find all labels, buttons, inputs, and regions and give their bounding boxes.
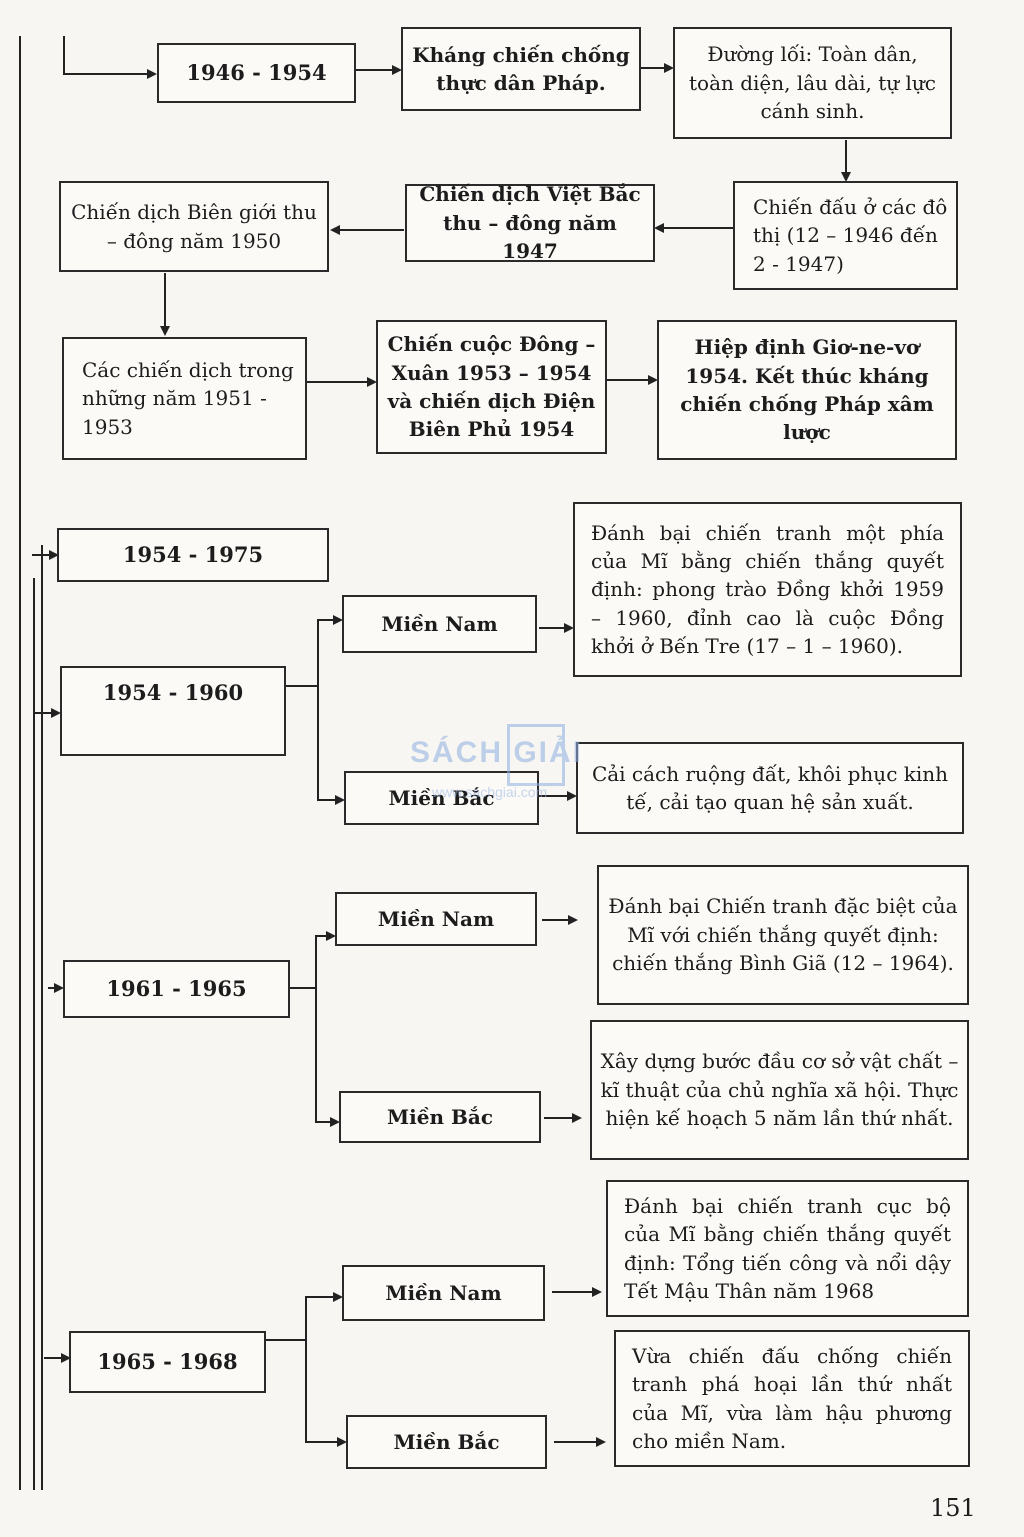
south-detail-text: Đánh bại chiến tranh một phía của Mĩ bằn… xyxy=(591,520,944,659)
period-1946-1954: 1946 - 1954 xyxy=(157,43,356,103)
guideline-box: Đường lối: Toàn dân, toàn diện, lâu dài,… xyxy=(673,27,952,139)
dong-xuan-box: Chiến cuộc Đông – Xuân 1953 – 1954 và ch… xyxy=(376,320,607,454)
north-detail-1954-1960: Cải cách ruộng đất, khôi phục kinh tế, c… xyxy=(576,742,964,834)
south-box-1965-1968: Miền Nam xyxy=(342,1265,545,1321)
south-detail-1961-1965: Đánh bại Chiến tranh đặc biệt của Mĩ với… xyxy=(597,865,969,1005)
north-box-1954-1960: Miền Bắc xyxy=(344,771,539,825)
branch-fork-1961-1965 xyxy=(315,935,334,1123)
branch-fork-1954-1960 xyxy=(317,619,341,801)
viet-bac-text: Chiến dịch Việt Bắc thu – đông năm 1947 xyxy=(419,182,641,264)
campaigns-1951-1953-box: Các chiến dịch trong những năm 1951 - 19… xyxy=(62,337,307,460)
dong-xuan-text: Chiến cuộc Đông – Xuân 1953 – 1954 và ch… xyxy=(387,332,596,442)
south-detail-text: Đánh bại chiến tranh cục bộ của Mĩ bằng … xyxy=(624,1193,951,1303)
period-label: 1946 - 1954 xyxy=(186,60,327,86)
north-label: Miền Bắc xyxy=(393,1429,500,1454)
phase-period-1965-1968: 1965 - 1968 xyxy=(69,1331,266,1393)
north-detail-text: Xây dựng bước đầu cơ sở vật chất – kĩ th… xyxy=(600,1049,959,1131)
campaigns-1951-1953-text: Các chiến dịch trong những năm 1951 - 19… xyxy=(82,357,294,439)
phase-period-label: 1954 - 1960 xyxy=(102,680,244,705)
north-label: Miền Bắc xyxy=(388,785,495,810)
south-label: Miền Nam xyxy=(381,611,498,636)
north-detail-text: Cải cách ruộng đất, khôi phục kinh tế, c… xyxy=(591,761,949,814)
south-box-1961-1965: Miền Nam xyxy=(335,892,537,946)
north-detail-1965-1968: Vừa chiến đấu chống chiến tranh phá hoại… xyxy=(614,1330,970,1467)
north-label: Miền Bắc xyxy=(386,1104,493,1129)
phase-period-1954-1960: 1954 - 1960 xyxy=(60,666,286,756)
arrow-into-1946 xyxy=(63,36,157,79)
south-label: Miền Nam xyxy=(377,906,495,931)
urban-fighting-box: Chiến đấu ở các đô thị (12 – 1946 đến 2 … xyxy=(733,181,958,290)
geneva-box: Hiệp định Giơ-ne-vơ 1954. Kết thúc kháng… xyxy=(657,320,957,460)
south-detail-text: Đánh bại Chiến tranh đặc biệt của Mĩ với… xyxy=(608,894,958,976)
viet-bac-box: Chiến dịch Việt Bắc thu – đông năm 1947 xyxy=(405,182,655,263)
geneva-text: Hiệp định Giơ-ne-vơ 1954. Kết thúc kháng… xyxy=(680,335,934,445)
phase-period-label: 1961 - 1965 xyxy=(106,976,247,1002)
page-number: 151 xyxy=(930,1494,976,1522)
south-label: Miền Nam xyxy=(385,1280,502,1305)
urban-fighting-text: Chiến đấu ở các đô thị (12 – 1946 đến 2 … xyxy=(753,194,948,276)
north-detail-1961-1965: Xây dựng bước đầu cơ sở vật chất – kĩ th… xyxy=(590,1020,969,1160)
resistance-text: Kháng chiến chống thực dân Pháp. xyxy=(412,42,630,95)
phase-period-label: 1965 - 1968 xyxy=(97,1349,238,1375)
south-box-1954-1960: Miền Nam xyxy=(342,595,537,653)
north-box-1965-1968: Miền Bắc xyxy=(346,1415,547,1469)
phase-period-1961-1965: 1961 - 1965 xyxy=(63,960,290,1018)
branch-fork-1965-1968 xyxy=(305,1296,345,1443)
south-detail-1965-1968: Đánh bại chiến tranh cục bộ của Mĩ bằng … xyxy=(606,1180,969,1317)
bien-gioi-box: Chiến dịch Biên giới thu – đông năm 1950 xyxy=(59,181,329,272)
north-box-1961-1965: Miền Bắc xyxy=(339,1091,541,1143)
period-1954-1975: 1954 - 1975 xyxy=(57,528,329,582)
period-label: 1954 - 1975 xyxy=(122,542,264,568)
south-detail-1954-1960: Đánh bại chiến tranh một phía của Mĩ bằn… xyxy=(573,502,962,677)
guideline-text: Đường lối: Toàn dân, toàn diện, lâu dài,… xyxy=(688,42,937,124)
north-detail-text: Vừa chiến đấu chống chiến tranh phá hoại… xyxy=(632,1343,952,1453)
resistance-box: Kháng chiến chống thực dân Pháp. xyxy=(401,27,641,111)
bien-gioi-text: Chiến dịch Biên giới thu – đông năm 1950 xyxy=(71,200,317,253)
